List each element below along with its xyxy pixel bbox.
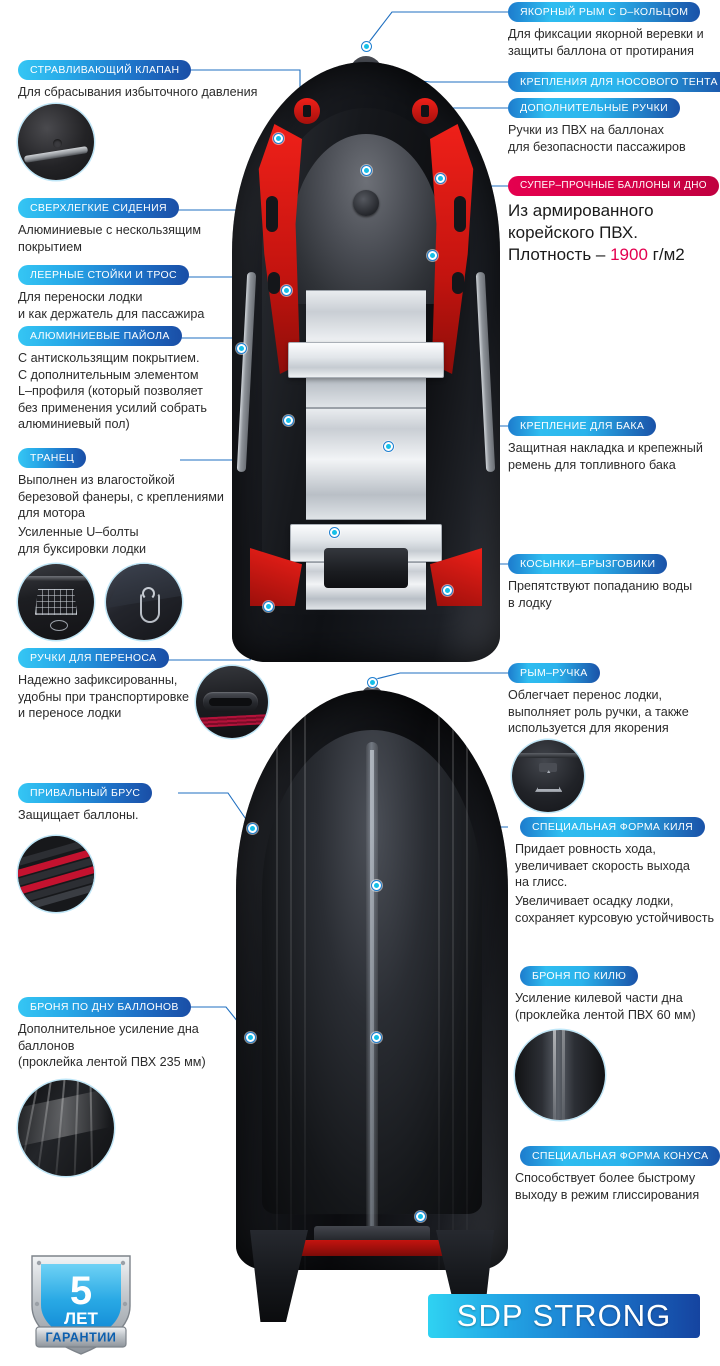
desc-railing-posts: Для переноски лодки и как держатель для …	[18, 290, 205, 321]
d-ring-left	[294, 98, 320, 124]
badge-anchor-eye[interactable]: ЯКОРНЫЙ РЫМ С D–КОЛЬЦОМ	[508, 2, 701, 22]
photo-keel-armor-detail	[515, 1030, 605, 1120]
desc-density-text: Из армированного корейского ПВХ. Плотнос…	[508, 201, 654, 264]
badge-keel-armor[interactable]: БРОНЯ ПО КИЛЮ	[520, 966, 639, 986]
badge-splash-gussets[interactable]: КОСЫНКИ–БРЫЗГОВИКИ	[508, 554, 668, 574]
hotspot-splash-gusset[interactable]	[441, 584, 453, 596]
seat-front	[288, 342, 444, 378]
badge-bow-tent-mounts[interactable]: КРЕПЛЕНИЯ ДЛЯ НОСОВОГО ТЕНТА	[508, 72, 720, 92]
desc-transom: Выполнен из влагостойкой березовой фанер…	[18, 473, 224, 520]
d-ring-right	[412, 98, 438, 124]
hotspot-rubbing-strake[interactable]	[246, 822, 258, 834]
hotspot-railing-post[interactable]	[235, 342, 247, 354]
badge-ultralight-seats[interactable]: СВЕРХЛЕГКИЕ СИДЕНИЯ	[18, 198, 179, 218]
aluminium-floor-panel-2	[306, 408, 426, 520]
badge-extra-handles[interactable]: ДОПОЛНИТЕЛЬНЫЕ РУЧКИ	[508, 98, 680, 118]
hull-rib-4	[466, 690, 468, 1270]
transom-board	[324, 548, 408, 588]
desc-transom-ubolts: Усиленные U–болты для буксировки лодки	[18, 525, 147, 556]
hotspot-anchor-eye[interactable]	[360, 40, 372, 52]
hotspot-tube-armor[interactable]	[244, 1031, 256, 1043]
badge-special-cone-shape[interactable]: СПЕЦИАЛЬНАЯ ФОРМА КОНУСА	[520, 1146, 720, 1166]
cone-tail-left	[250, 1230, 308, 1322]
hotspot-keel-armor[interactable]	[370, 1031, 382, 1043]
hull-rib-1	[276, 690, 278, 1270]
badge-carry-handles[interactable]: РУЧКИ ДЛЯ ПЕРЕНОСА	[18, 648, 169, 668]
hotspot-extra-handle[interactable]	[434, 172, 446, 184]
hotspot-carry-handle[interactable]	[262, 600, 274, 612]
handle-slot-right	[454, 196, 466, 232]
hotspot-transom[interactable]	[328, 526, 340, 538]
desc-rym-handle: Облегчает перенос лодки, выполняет роль …	[508, 688, 689, 735]
shield-blue-face	[41, 1264, 121, 1344]
hull-rib-2	[290, 690, 292, 1270]
hull-rib-3	[304, 690, 306, 1270]
handle-slot-left	[266, 196, 278, 232]
hotspot-super-strong-tube[interactable]	[426, 249, 438, 261]
badge-rubbing-strake[interactable]: ПРИВАЛЬНЫЙ БРУС	[18, 783, 153, 803]
badge-tube-bottom-armor[interactable]: БРОНЯ ПО ДНУ БАЛЛОНОВ	[18, 997, 191, 1017]
desc-aluminium-floor: С антискользящим покрытием. С дополнител…	[18, 351, 207, 431]
desc-super-strong-tubes: Из армированного корейского ПВХ. Плотнос…	[508, 200, 720, 266]
photo-tube-armor-detail	[18, 1080, 114, 1176]
photo-relief-valve	[18, 104, 94, 180]
photo-rubbing-strake-detail	[18, 836, 94, 912]
warranty-years-unit: ЛЕТ	[64, 1309, 98, 1328]
photo-ubolt-detail	[106, 564, 182, 640]
badge-tank-mount[interactable]: КРЕПЛЕНИЕ ДЛЯ БАКА	[508, 416, 657, 436]
keel-armor-tape	[370, 750, 374, 1230]
cone-valve-cap	[353, 190, 379, 216]
desc-extra-handles: Ручки из ПВХ на баллонах для безопасност…	[508, 123, 686, 154]
hotspot-relief-valve[interactable]	[360, 164, 372, 176]
desc-special-keel-shape-2: Увеличивает осадку лодки, сохраняет курс…	[515, 894, 715, 925]
hotspot-rym-handle[interactable]	[366, 676, 378, 688]
hotspot-special-keel[interactable]	[370, 879, 382, 891]
badge-transom[interactable]: ТРАНЕЦ	[18, 448, 87, 468]
warranty-shield-badge: 5 ЛЕТ ГАРАНТИИ	[22, 1248, 140, 1360]
hotspot-special-cone[interactable]	[414, 1210, 426, 1222]
warranty-ribbon	[35, 1326, 127, 1348]
desc-density-unit: г/м2	[647, 245, 685, 264]
desc-tank-mount: Защитная накладка и крепежный ремень для…	[508, 441, 703, 472]
desc-special-cone-shape: Способствует более быстрому выходу в реж…	[515, 1171, 700, 1202]
handle-slot-right-2	[452, 272, 464, 294]
badge-special-keel-shape[interactable]: СПЕЦИАЛЬНАЯ ФОРМА КИЛЯ	[520, 817, 706, 837]
desc-special-keel-shape: Придает ровность хода, увеличивает скоро…	[515, 842, 690, 889]
boat-bottom-view-illustration	[236, 686, 508, 1322]
stern-plate	[314, 1226, 430, 1244]
hotspot-ultralight-seat[interactable]	[280, 284, 292, 296]
desc-keel-armor: Усиление килевой части дна (проклейка ле…	[515, 991, 696, 1022]
warranty-years-number: 5	[70, 1269, 92, 1313]
bow-cone	[290, 134, 442, 304]
badge-relief-valve[interactable]: СТРАВЛИВАЮЩИЙ КЛАПАН	[18, 60, 192, 80]
badge-super-strong-tubes[interactable]: СУПЕР–ПРОЧНЫЕ БАЛЛОНЫ И ДНО	[508, 176, 719, 196]
photo-transom-detail	[18, 564, 94, 640]
desc-relief-valve: Для сбрасывания избыточного давления	[18, 85, 258, 99]
hull-rib-5	[452, 690, 454, 1270]
badge-railing-posts[interactable]: ЛЕЕРНЫЕ СТОЙКИ И ТРОС	[18, 265, 189, 285]
handle-slot-left-2	[268, 272, 280, 294]
badge-aluminium-floor[interactable]: АЛЮМИНИЕВЫЕ ПАЙОЛА	[18, 326, 182, 346]
photo-rym-handle-detail	[512, 740, 584, 812]
desc-tube-bottom-armor: Дополнительное усиление дна баллонов (пр…	[18, 1022, 206, 1069]
desc-splash-gussets: Препятствуют попаданию воды в лодку	[508, 579, 693, 610]
warranty-label: ГАРАНТИИ	[45, 1331, 116, 1345]
photo-carry-handle-detail	[196, 666, 268, 738]
hotspot-tank-mount[interactable]	[382, 440, 394, 452]
desc-carry-handles: Надежно зафиксированны, удобны при транс…	[18, 673, 190, 720]
hotspot-bow-tent-mount[interactable]	[272, 132, 284, 144]
desc-density-value: 1900	[610, 245, 648, 264]
hotspot-aluminium-floor[interactable]	[282, 414, 294, 426]
hull-rib-6	[438, 690, 440, 1270]
brand-banner: SDP STRONG	[428, 1294, 700, 1338]
desc-anchor-eye: Для фиксации якорной веревки и защиты ба…	[508, 27, 704, 58]
stern-red-strip	[294, 1240, 450, 1256]
badge-rym-handle[interactable]: РЫМ–РУЧКА	[508, 663, 600, 683]
desc-rubbing-strake: Защищает баллоны.	[18, 808, 139, 822]
boat-top-view-illustration	[232, 56, 500, 662]
desc-ultralight-seats: Алюминиевые с нескользящим покрытием	[18, 223, 201, 254]
